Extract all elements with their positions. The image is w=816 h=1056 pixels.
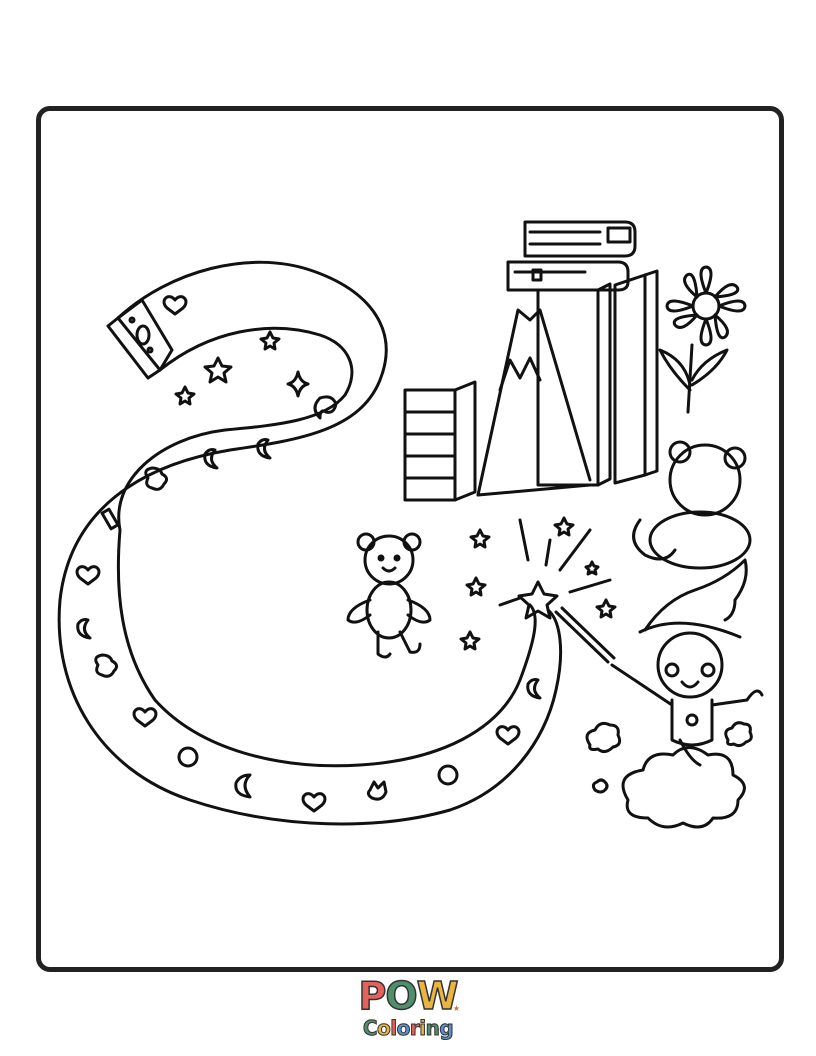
measuring-tape-icon (57, 260, 563, 826)
magic-wand-icon (459, 516, 617, 664)
logo-letter: g (439, 1016, 454, 1041)
logo-pow-text: POW (352, 974, 464, 1018)
sitting-bear-icon (632, 440, 752, 570)
stars-icon (174, 330, 310, 406)
logo-letter: C (362, 1016, 378, 1041)
logo-letter-o: O (385, 974, 419, 1018)
book-stack-icon (403, 380, 477, 502)
book-stack-top-icon (506, 220, 637, 292)
page-frame (36, 106, 784, 972)
cloud-icon (585, 721, 753, 829)
logo-letter: o (376, 1016, 391, 1041)
rulers-icon (536, 269, 659, 487)
mountain-icon (476, 308, 592, 497)
logo-letter: i (419, 1016, 427, 1041)
logo-letter: o (396, 1016, 411, 1041)
flower-icon (658, 265, 747, 414)
logo-letter: n (425, 1016, 440, 1041)
teddy-bear-icon (346, 532, 432, 659)
logo-letter-p: P (358, 974, 387, 1018)
logo-star-icon: ★ (452, 1004, 460, 1013)
logo-coloring-text: Coloring (352, 1016, 464, 1041)
logo-letter: l (390, 1016, 398, 1041)
wizard-boy-icon (610, 558, 764, 767)
logo-letter: r (409, 1016, 420, 1041)
logo-letter-w: W (416, 974, 459, 1018)
pow-coloring-logo: POW ★ Coloring (352, 974, 464, 1052)
